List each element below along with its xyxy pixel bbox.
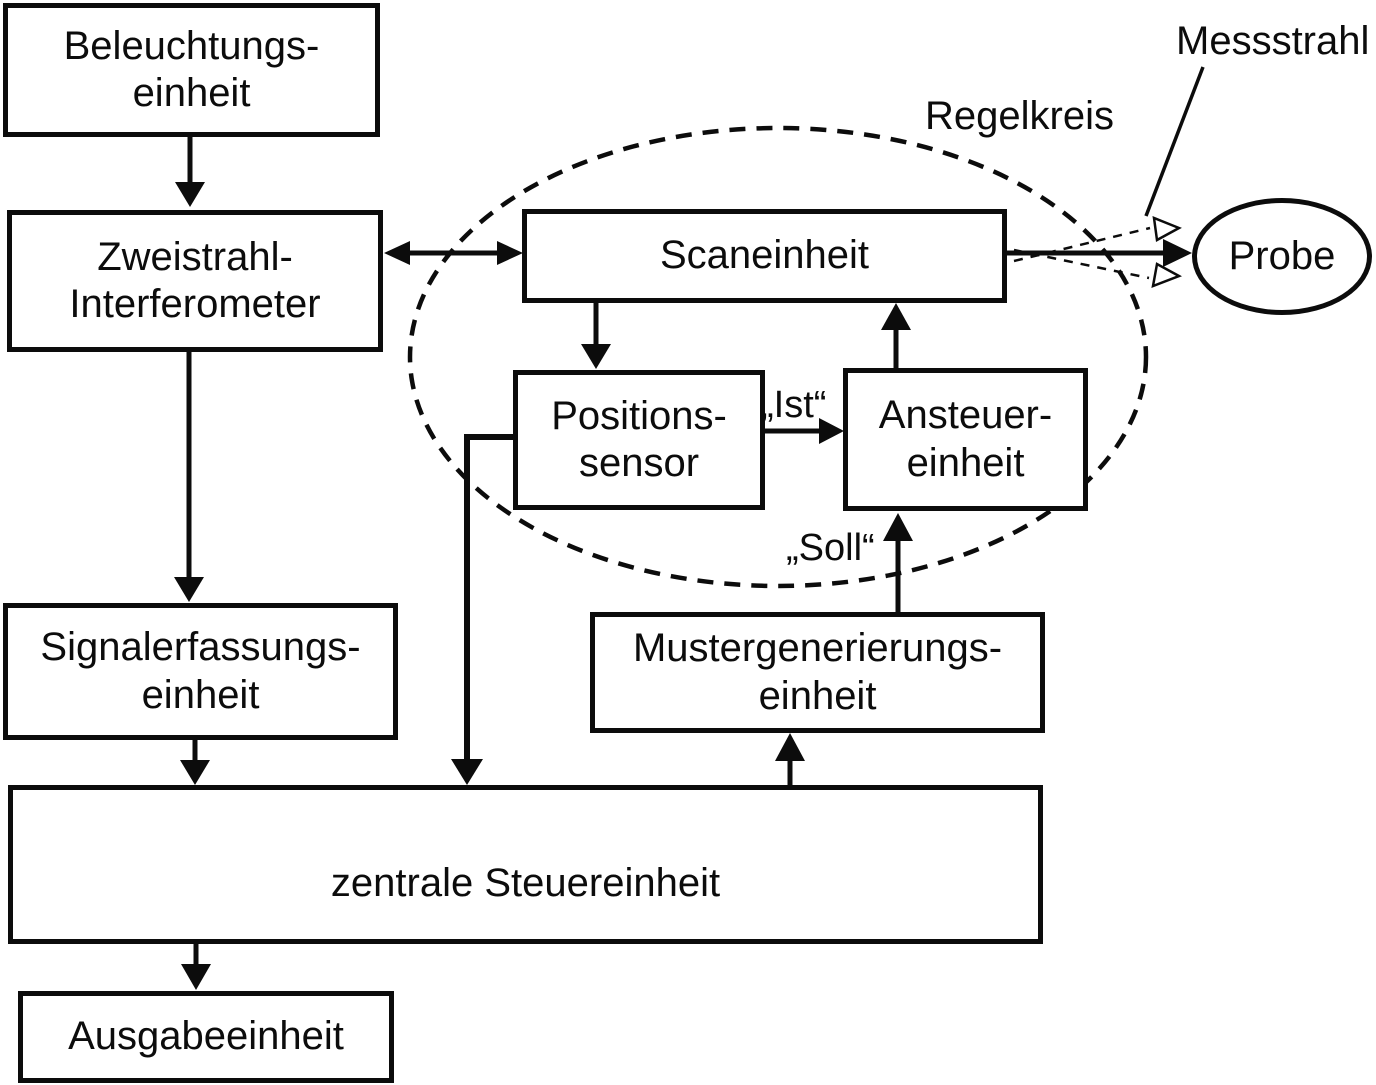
arrowhead-beleuchtung-to-zweistrahl: [175, 182, 205, 207]
arrowhead-scaneinheit-to-probe: [1163, 239, 1192, 267]
arrowhead-positionssensor-to-zentrale: [451, 759, 483, 785]
box-ausgabeeinheit: Ausgabeeinheit: [18, 991, 394, 1083]
arrowhead-toward-zweistrahl: [384, 241, 410, 265]
box-label-line: einheit: [758, 673, 877, 718]
box-label-line: einheit: [141, 672, 260, 717]
box-label-line: zentrale Steuereinheit: [330, 860, 721, 905]
box-positionssensor: Positions- sensor: [513, 370, 765, 510]
beam-open-arrowhead-lower: [1151, 262, 1182, 288]
label-soll: „Soll“: [786, 527, 875, 569]
beam-open-arrowhead-upper: [1152, 216, 1182, 242]
box-label-line: Beleuchtungs-: [63, 23, 320, 68]
box-label-line: Scaneinheit: [659, 233, 870, 278]
arrowhead-zweistrahl-to-signalerfassung: [174, 577, 204, 602]
box-label-line: Positions-: [551, 393, 727, 438]
label-messstrahl: Messstrahl: [1176, 19, 1370, 63]
arrowhead-zentrale-to-ausgabe: [181, 964, 211, 990]
box-ansteuereinheit: Ansteuer- einheit: [843, 368, 1088, 511]
box-label-line: einheit: [132, 71, 251, 115]
box-label-line: Zweistrahl-: [97, 234, 293, 279]
box-zweistrahl-interferometer: Zweistrahl- Interferometer: [7, 210, 383, 352]
box-label-line: Ansteuer-: [878, 393, 1053, 438]
box-label-line: Ausgabeeinheit: [68, 1014, 344, 1059]
label-ist: „Ist“: [761, 384, 827, 426]
arrowhead-mustergenerierung-to-ansteuereinheit: [883, 513, 913, 541]
box-scaneinheit: Scaneinheit: [522, 209, 1007, 303]
box-label-line: Signalerfassungs-: [40, 625, 361, 670]
box-label-line: Mustergenerierungs-: [632, 626, 1003, 671]
box-signalerfassungseinheit: Signalerfassungs- einheit: [3, 603, 398, 740]
box-label-line: Probe: [1228, 233, 1336, 278]
box-beleuchtungseinheit: Beleuchtungs- einheit: [3, 3, 380, 137]
box-label-line: Interferometer: [69, 282, 321, 326]
arrow-positionssensor-to-zentrale: [464, 434, 513, 761]
label-regelkreis: Regelkreis: [925, 94, 1114, 138]
box-label-line: einheit: [906, 440, 1025, 485]
arrowhead-toward-scaneinheit: [497, 241, 523, 265]
arrowhead-ansteuereinheit-to-scaneinheit: [881, 303, 911, 330]
ellipse-probe: Probe: [1192, 198, 1372, 315]
box-zentrale-steuereinheit: zentrale Steuereinheit: [8, 785, 1043, 944]
messstrahl-pointer-line: [1144, 66, 1205, 217]
arrowhead-signalerfassung-to-zentrale: [180, 760, 210, 785]
arrowhead-scaneinheit-to-positionssensor: [581, 344, 611, 369]
beam-dashed-upper: [1013, 226, 1151, 263]
regelkreis-dashed-ellipse: [407, 125, 1149, 589]
arrowhead-zentrale-to-mustergenerierung: [775, 733, 805, 761]
arrowhead-positionssensor-to-ansteuereinheit: [819, 418, 844, 444]
box-mustergenerierungseinheit: Mustergenerierungs- einheit: [590, 612, 1045, 733]
box-label-line: sensor: [578, 441, 700, 485]
